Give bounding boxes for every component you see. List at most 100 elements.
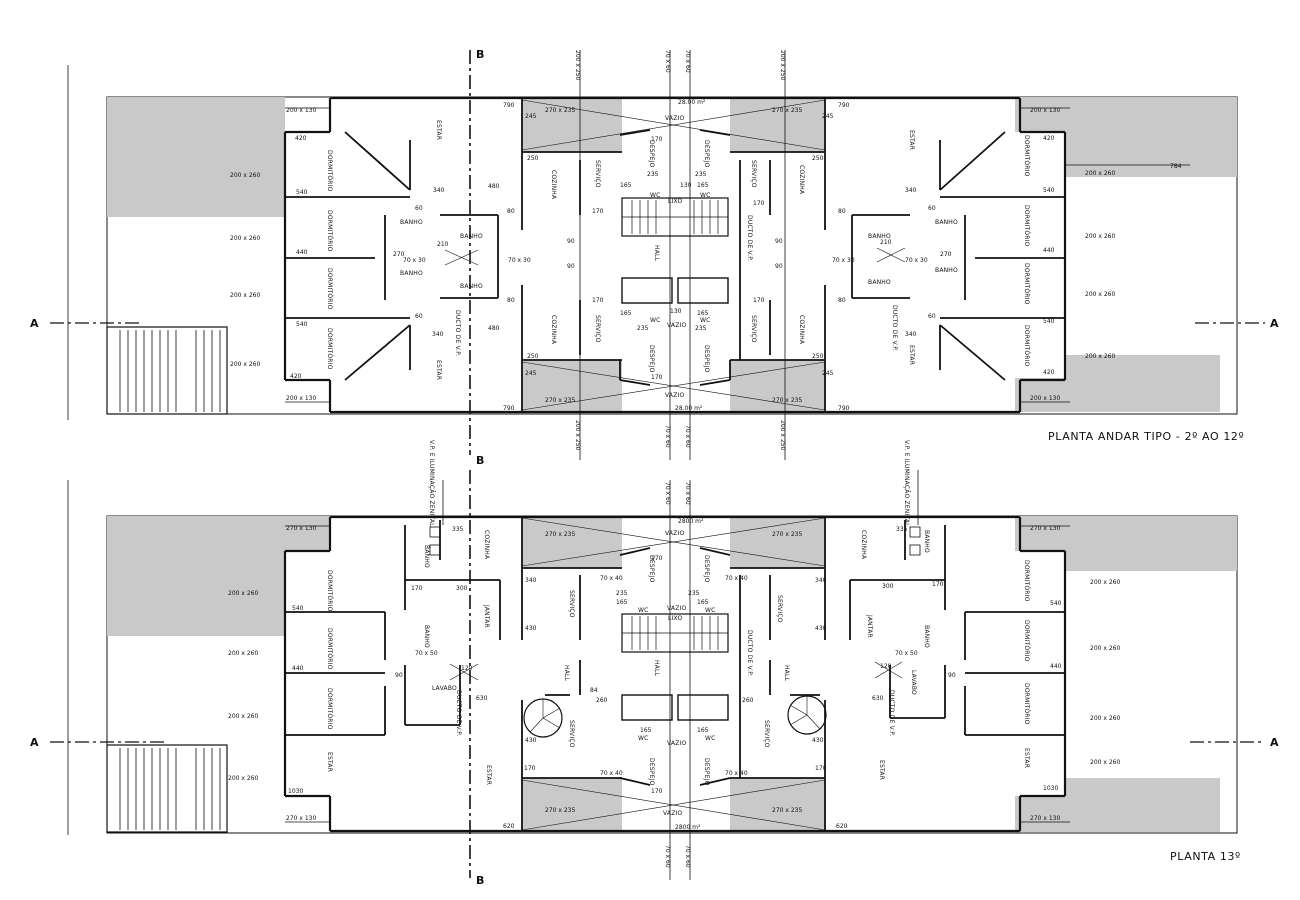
- spiral-stair-treads: [529, 696, 821, 733]
- room-label-banho: BANHO: [923, 530, 930, 553]
- room-label-vazio: VAZIO: [665, 115, 685, 122]
- interior-walls-right: [851, 131, 1065, 381]
- dimension-label: 170: [524, 765, 536, 772]
- dimension-label: 235: [637, 325, 649, 332]
- room-label-dormitorio: DORMITÓRIO: [326, 268, 333, 310]
- room-label-banho: BANHO: [460, 283, 483, 290]
- dimension-label: 270 x 130: [286, 525, 316, 532]
- dimension-label: 70 x 30: [905, 257, 928, 264]
- room-label-wc: WC: [700, 192, 711, 199]
- balcony-shade: [1065, 355, 1220, 412]
- dimension-label: 784: [1170, 163, 1182, 170]
- room-label-despejo: DESPEJO: [648, 345, 655, 373]
- room-label-vazio: VAZIO: [665, 530, 685, 537]
- room-label-estar: ESTAR: [485, 765, 492, 785]
- plan-title-top: PLANTA 13º: [1170, 850, 1241, 863]
- dimension-label: 790: [503, 405, 515, 412]
- dimension-label: 70 x 60: [684, 482, 691, 505]
- void-crosses: [444, 99, 906, 411]
- dimension-label: 165: [620, 310, 632, 317]
- dimension-label: 120: [880, 663, 892, 670]
- dimension-label: 260: [596, 697, 608, 704]
- dimension-label: 270 x 235: [772, 397, 802, 404]
- room-label-vp-iluminacao: V.P. E ILUMINAÇÃO ZENITAL: [903, 440, 910, 527]
- dimension-label: 165: [697, 599, 709, 606]
- balcony-shade: [1015, 378, 1065, 412]
- balcony-shade: [1015, 97, 1065, 132]
- room-label-dormitorio: DORMITÓRIO: [1023, 683, 1030, 725]
- dimension-label: 200 x 260: [230, 292, 260, 299]
- dimension-label: 300: [456, 585, 468, 592]
- room-label-cozinha: COZINHA: [550, 315, 557, 345]
- section-marker-b: B: [476, 48, 484, 61]
- room-label-despejo: DESPEJO: [703, 758, 710, 786]
- exterior-walls: [283, 515, 1067, 833]
- room-label-estar: ESTAR: [908, 345, 915, 365]
- room-label-despejo: DESPEJO: [703, 555, 710, 583]
- room-label-dormitorio: DORMITÓRIO: [326, 150, 333, 192]
- room-label-cozinha: COZINHA: [798, 315, 805, 345]
- section-marker-a: A: [1270, 317, 1279, 330]
- dimension-label: 620: [836, 823, 848, 830]
- dimension-label: 70 x 60: [664, 845, 671, 868]
- room-label-banho: BANHO: [423, 545, 430, 568]
- dimension-label: 540: [1043, 318, 1055, 325]
- room-label-banho: BANHO: [935, 219, 958, 226]
- dimension-label: 70 x 50: [415, 650, 438, 657]
- dimension-label: 235: [695, 325, 707, 332]
- dimension-label: 480: [488, 325, 500, 332]
- dimension-label: 430: [812, 737, 824, 744]
- dimension-label: 200 x 130: [286, 107, 316, 114]
- dimension-label: 235: [695, 171, 707, 178]
- balcony-shade: [107, 97, 285, 217]
- room-label-ducto-vp: DUCTO DE V.P.: [746, 630, 753, 676]
- dimension-label: 270: [393, 251, 405, 258]
- dimension-label: 200 x 250: [779, 420, 786, 450]
- dimension-label: 200 x 260: [228, 590, 258, 597]
- room-label-banho: BANHO: [400, 219, 423, 226]
- dimension-label: 90: [775, 263, 783, 270]
- dimension-label: 70 x 30: [508, 257, 531, 264]
- dimension-label: 70 x 60: [684, 845, 691, 868]
- dimension-label: 200 x 130: [1030, 395, 1060, 402]
- dimension-label: 200 x 260: [1085, 170, 1115, 177]
- room-label-ducto-vp: DUCTO DE V.P.: [454, 310, 461, 356]
- dimension-label: 80: [507, 208, 515, 215]
- room-label-vazio: VAZIO: [667, 322, 687, 329]
- dimension-label: 200 x 260: [230, 235, 260, 242]
- dimension-label: 28.00 m²: [678, 99, 706, 106]
- balcony-shade: [107, 516, 285, 636]
- room-label-lavabo: LAVABO: [432, 685, 457, 692]
- interior-walls-left: [285, 520, 501, 736]
- balcony-shade: [1015, 796, 1065, 832]
- balcony-shade: [285, 516, 330, 551]
- dimension-label: 440: [292, 665, 304, 672]
- room-label-estar: ESTAR: [908, 130, 915, 150]
- room-label-banho: BANHO: [935, 267, 958, 274]
- skylight-box: [429, 544, 441, 556]
- room-label-lixo: LIXO: [668, 615, 682, 622]
- dimension-label: 250: [812, 155, 824, 162]
- room-label-dormitorio: DORMITÓRIO: [1023, 263, 1030, 305]
- dimension-label: 165: [697, 727, 709, 734]
- room-label-servico: SERVIÇO: [594, 160, 601, 188]
- dimension-label: 165: [616, 599, 628, 606]
- section-marker-a: A: [30, 736, 39, 749]
- elevator-shaft: [621, 694, 673, 721]
- stair-treads: [119, 330, 221, 412]
- room-label-dormitorio: DORMITÓRIO: [1023, 135, 1030, 177]
- dimension-label: 70 x 30: [403, 257, 426, 264]
- top-floor-plan: B A A DORMITÓRIO DORMITÓRIO DORMITÓRIO E…: [30, 440, 1279, 887]
- room-label-hall: HALL: [563, 665, 570, 682]
- dimension-label: 70 x 60: [664, 425, 671, 448]
- room-label-hall: HALL: [653, 245, 660, 262]
- interior-walls-left: [285, 131, 499, 381]
- dimension-label: 340: [433, 187, 445, 194]
- lightwell-shade: [522, 97, 622, 152]
- dimension-label: 300: [882, 583, 894, 590]
- dimension-label: 60: [415, 205, 423, 212]
- room-label-estar: ESTAR: [435, 360, 442, 380]
- dimension-label: 200 x 250: [574, 420, 581, 450]
- dimension-label: 70 x 50: [895, 650, 918, 657]
- dimension-label: 270 x 235: [545, 531, 575, 538]
